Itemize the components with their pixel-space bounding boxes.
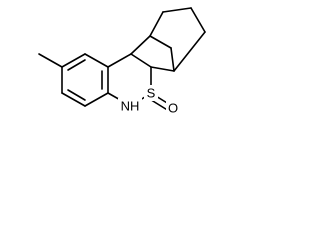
bond-ring-c5-c6 <box>61 92 86 107</box>
bond-c15-c16 <box>190 7 206 33</box>
s-label: S <box>147 86 156 101</box>
bond-ring-c2-c3 <box>84 53 109 68</box>
bond-c9-c10 <box>130 53 152 68</box>
chemical-structure-diagram: NH S O <box>38 7 206 116</box>
bond-ring-inner-1 <box>67 59 86 71</box>
bond-c16-c13 <box>173 31 206 72</box>
bond-ring-inner-3 <box>67 89 86 101</box>
bond-ring-c4-c5 <box>84 92 109 107</box>
atom-label-nh: NH <box>118 98 142 114</box>
nh-label: NH <box>121 99 140 114</box>
bond-c14-c15 <box>162 7 192 13</box>
atom-label-s: S <box>144 85 158 101</box>
bond-methyl <box>38 53 63 68</box>
benzene-ring <box>61 53 109 107</box>
bond-c13-c10 <box>150 66 175 72</box>
o-label: O <box>168 101 178 116</box>
bond-c12-c13 <box>170 47 175 72</box>
bond-c11-c14 <box>149 11 164 37</box>
bond-c9-c11 <box>130 35 151 55</box>
atom-label-o: O <box>166 100 180 116</box>
norbornane-fragment <box>130 7 206 72</box>
bond-c11-c12 <box>149 35 172 49</box>
bond-c3-c9 <box>107 53 132 68</box>
bond-ring-c1-c2 <box>61 53 86 68</box>
